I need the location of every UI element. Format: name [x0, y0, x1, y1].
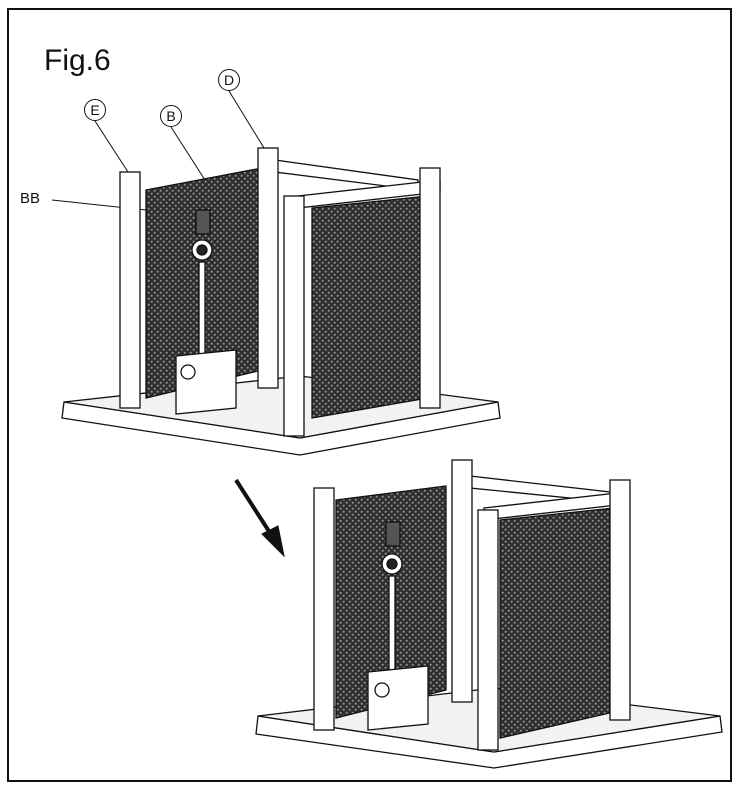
lower-post-right: [609, 479, 631, 721]
lower-control-box: [367, 665, 429, 731]
callout-d: D: [218, 69, 240, 91]
upper-post-d: [257, 147, 279, 389]
figure-title: Fig.6: [44, 44, 111, 77]
lower-panel-right: [499, 507, 615, 739]
upper-assembly: [61, 147, 501, 456]
upper-control-box: [175, 349, 237, 415]
upper-post-e: [119, 171, 141, 409]
callout-e: E: [84, 99, 106, 121]
lower-assembly: [255, 459, 723, 769]
upper-post-front: [283, 195, 305, 437]
lower-post-d: [451, 459, 473, 703]
lower-post-e: [313, 487, 335, 731]
direction-arrow: [234, 478, 285, 558]
callout-bb: BB: [20, 190, 41, 207]
callout-b: B: [160, 105, 182, 127]
lower-post-front: [477, 509, 499, 751]
upper-post-right: [419, 167, 441, 409]
upper-panel-right: [311, 195, 429, 419]
